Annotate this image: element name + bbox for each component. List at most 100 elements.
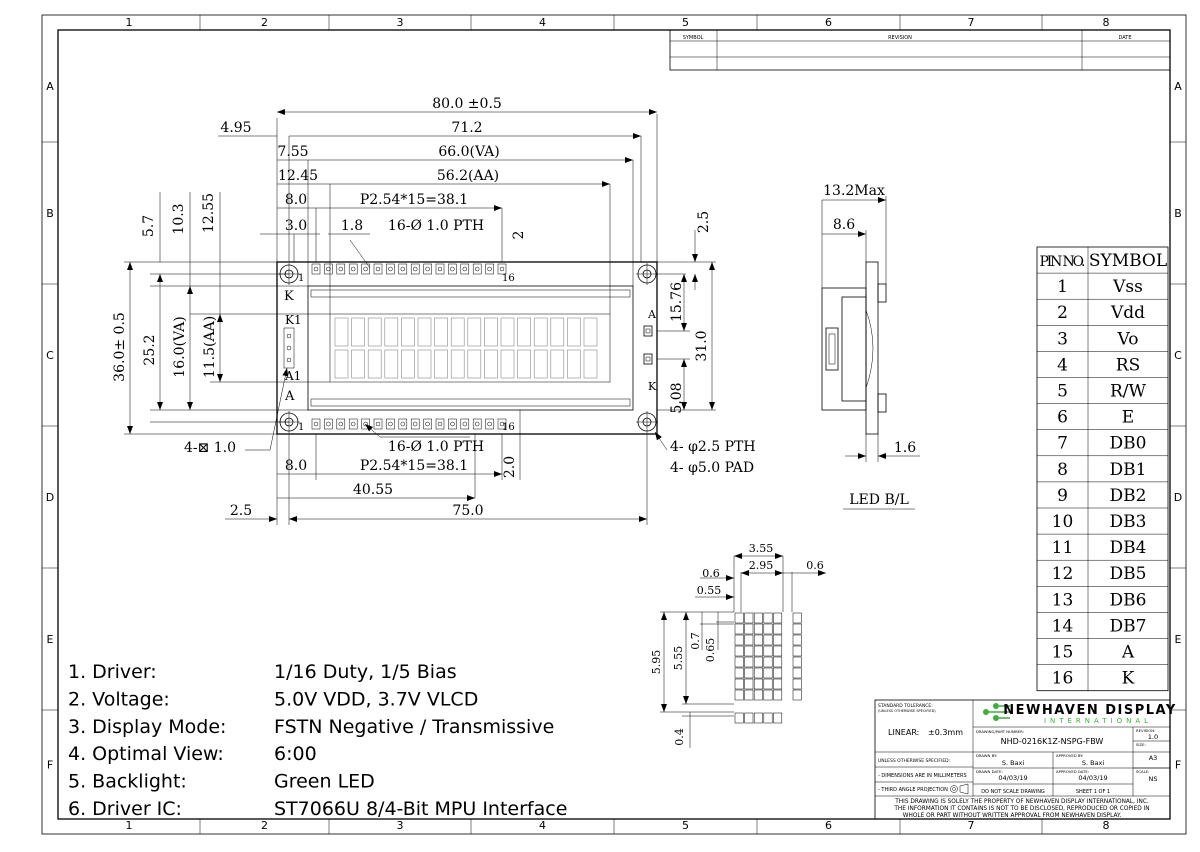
pin-hole	[363, 266, 368, 272]
char-height-5-95: 5.95	[650, 650, 663, 675]
dim-hole-top: 2.5	[696, 211, 712, 233]
pin-symbol: DB1	[1110, 460, 1147, 480]
char-dot	[773, 689, 783, 701]
char-dot	[773, 656, 783, 668]
pin-pad	[448, 418, 457, 430]
char-dot	[773, 678, 783, 690]
pin-hole	[499, 421, 505, 427]
dim-pin-edge: 3.0	[285, 218, 307, 234]
third-angle-projection-icon	[950, 783, 969, 795]
char-dot	[753, 645, 763, 657]
dim-pin-pitch: P2.54*15=38.1	[360, 192, 468, 208]
bottom-dimensions	[225, 367, 668, 525]
char-width-2-95: 2.95	[749, 559, 774, 572]
front-view: 1 16 1 16 K K1 A1 A A K	[112, 96, 756, 525]
inner-border	[57, 29, 1171, 820]
pin-hole	[437, 421, 443, 427]
dim-pin-offset: 8.0	[285, 192, 307, 208]
char-cell	[367, 317, 382, 347]
unless-specified: UNLESS OTHERWISE SPECIFIED:	[878, 758, 950, 764]
revision-label: REVISION:	[1136, 728, 1155, 733]
char-cell	[450, 317, 465, 347]
dim-aa-width: 56.2(AA)	[437, 168, 499, 184]
pin-number: 8	[1057, 460, 1068, 480]
char-cursor-0-4: 0.4	[673, 728, 686, 746]
dim-bottom-offset: 8.0	[285, 458, 307, 474]
pin-number: 7	[1057, 434, 1068, 454]
pin-pad	[398, 418, 408, 430]
pcb-outline	[276, 261, 658, 435]
char-dot-pitch-0-7: 0.7	[689, 632, 702, 650]
pin-hole	[474, 421, 480, 427]
grid-row-left: A	[46, 80, 54, 93]
pin-hole	[350, 266, 356, 272]
pin-symbol: DB2	[1110, 486, 1147, 506]
cursor-dot	[773, 712, 783, 724]
char-cell	[533, 317, 548, 347]
char-dot	[753, 612, 763, 624]
grid-col-bottom: 6	[825, 819, 832, 832]
pin-number: 2	[1057, 303, 1068, 323]
pin-number: 5	[1057, 382, 1068, 402]
do-not-scale: DO NOT SCALE DRAWING	[981, 789, 1045, 795]
char-dot	[773, 623, 783, 635]
pin-symbol: A	[1121, 643, 1135, 663]
dim-left-hole: 4.95	[220, 120, 251, 136]
pin-symbol: RS	[1116, 355, 1140, 375]
character-cells	[334, 317, 598, 379]
char-dot	[773, 645, 783, 657]
pin-hole	[400, 266, 406, 272]
pin-number: 16	[1052, 669, 1074, 689]
dim-v-25-2: 25.2	[142, 334, 158, 365]
char-cell	[434, 349, 448, 379]
side-max-depth: 13.2Max	[823, 183, 885, 199]
char-dot-0-55: 0.55	[697, 584, 722, 597]
pin-pad	[448, 263, 457, 275]
part-number-label: DRAWING/PART NUMBER:	[976, 729, 1024, 734]
char-dot	[792, 612, 802, 624]
approved-date: 04/03/19	[1078, 774, 1107, 782]
anode-label: A	[284, 389, 295, 404]
rev-date-header: DATE	[1118, 35, 1131, 41]
char-cell	[334, 317, 349, 347]
char-dot	[763, 667, 773, 679]
rev-revision-header: REVISION	[888, 35, 912, 41]
dim-v-10-3: 10.3	[171, 203, 187, 234]
pin-pad	[398, 263, 408, 275]
char-height-5-55: 5.55	[672, 646, 685, 671]
pin-hole	[437, 266, 443, 272]
dim-v-12-55: 12.55	[201, 193, 217, 233]
bezel-strip-bottom	[310, 398, 631, 407]
grid-row-right: F	[1175, 759, 1181, 772]
pin-symbol: DB4	[1110, 538, 1147, 558]
char-cell	[384, 317, 399, 347]
revision-block: SYMBOL REVISION DATE	[669, 29, 1171, 71]
symbol-header: SYMBOL	[1089, 251, 1167, 271]
mounting-holes	[278, 263, 658, 433]
drawn-date: 04/03/19	[998, 774, 1027, 782]
dim-overall-height: 36.0± 0.5	[112, 312, 128, 382]
grid-col-top: 7	[968, 16, 975, 29]
third-angle-label: - THIRD ANGLE PROJECTION	[878, 787, 948, 793]
char-dot	[792, 656, 802, 668]
pin-hole	[350, 421, 356, 427]
char-cell	[401, 349, 415, 379]
size-label: SIZE:	[1136, 742, 1146, 747]
revision-value: 1.0	[1148, 733, 1158, 741]
pin-number: 1	[1057, 277, 1068, 297]
a1-label: A1	[284, 369, 301, 383]
dim-left-va: 7.55	[277, 144, 308, 160]
pin-pad	[435, 418, 445, 430]
char-cell	[550, 349, 565, 379]
char-cell	[583, 349, 598, 379]
grid-col-top: 6	[825, 16, 832, 29]
spec-value: FSTN Negative / Transmissive	[274, 716, 554, 738]
dim-bottom-pitch: P2.54*15=38.1	[360, 458, 468, 474]
pin-hole	[363, 421, 368, 427]
part-number: NHD-0216K1Z-NSPG-FBW	[1001, 737, 1104, 746]
char-dot	[744, 667, 754, 679]
spec-label: 6. Driver IC:	[68, 798, 182, 820]
pin-hole	[338, 421, 344, 427]
grid-col-top: 5	[682, 16, 689, 29]
char-cell	[500, 317, 515, 347]
